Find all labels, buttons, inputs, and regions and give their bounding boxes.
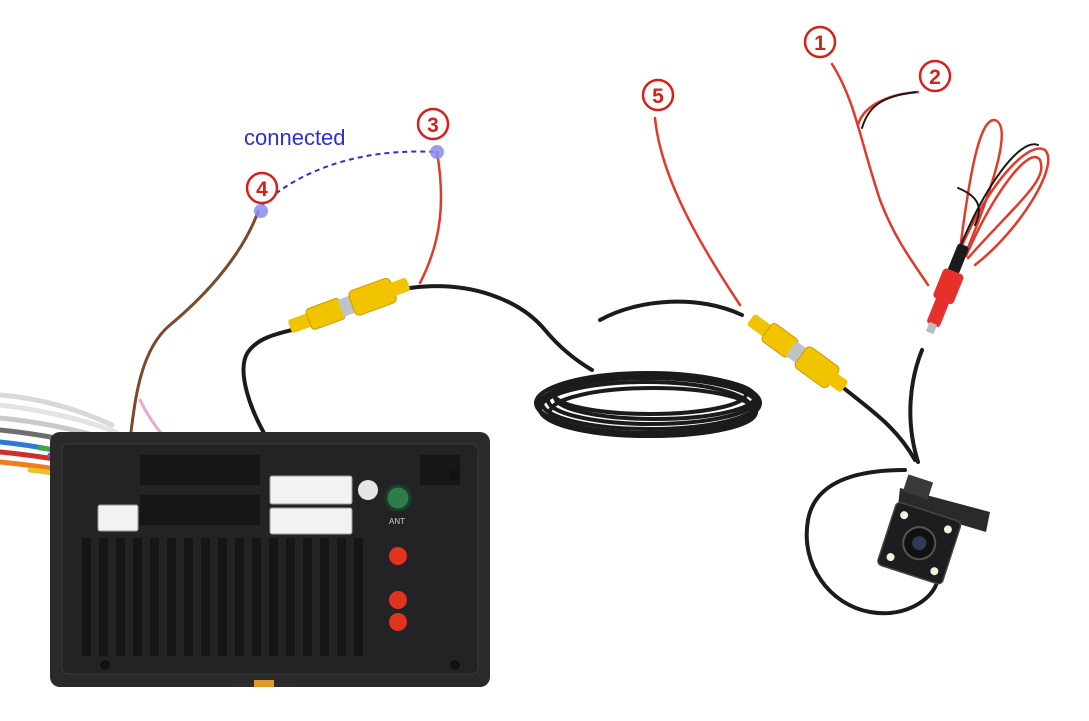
ant-port-label: ANT <box>389 517 405 526</box>
rca-connector-right <box>747 314 848 392</box>
head-unit: ANT <box>50 432 490 687</box>
svg-text:5: 5 <box>652 85 664 108</box>
connected-dashed-arc <box>261 150 437 206</box>
connected-label: connected <box>244 125 346 150</box>
connector-block-upper <box>269 475 353 505</box>
connection-point-4 <box>254 204 268 218</box>
black-cables <box>241 284 938 616</box>
svg-text:4: 4 <box>256 178 268 201</box>
sticker-round <box>358 480 378 500</box>
connector-block-lower <box>269 507 353 535</box>
callout-3: 3 <box>416 107 450 141</box>
rca-connector-left <box>288 277 410 333</box>
svg-text:3: 3 <box>427 114 439 137</box>
backup-camera <box>877 474 990 585</box>
svg-text:2: 2 <box>929 66 941 89</box>
antenna-port <box>384 484 412 512</box>
callout-1: 1 <box>803 25 837 59</box>
black-thin-wires <box>861 91 1039 253</box>
connection-point-3 <box>430 145 444 159</box>
svg-text:1: 1 <box>814 32 826 55</box>
red-rca-port <box>389 613 407 631</box>
callout-5: 5 <box>641 78 675 112</box>
camera-led <box>900 511 909 520</box>
camera-led <box>930 567 939 576</box>
red-rca-port <box>389 547 407 565</box>
coiled-extension-cable <box>534 371 762 438</box>
callout-4: 4 <box>245 171 279 205</box>
camera-led <box>943 525 952 534</box>
red-power-plug <box>925 243 969 335</box>
red-rca-port <box>389 591 407 609</box>
heatsink-fins <box>82 538 363 656</box>
callout-2: 2 <box>918 59 952 93</box>
camera-led <box>886 553 895 562</box>
